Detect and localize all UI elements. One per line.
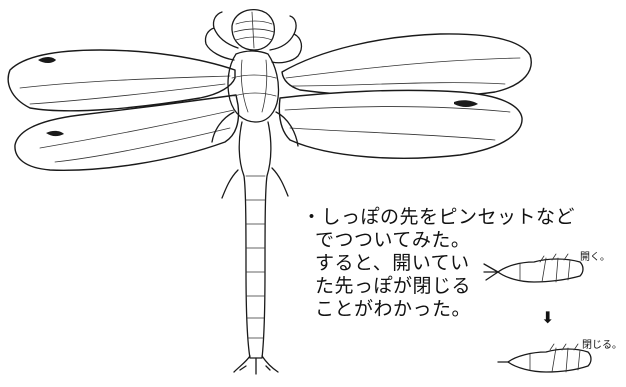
lower-right-wing <box>278 89 523 159</box>
upper-right-wing <box>281 33 532 98</box>
dragonfly-thorax <box>227 50 280 123</box>
left-front-leg <box>204 11 239 61</box>
dragonfly-abdomen <box>238 121 272 359</box>
tail-open-sketch <box>483 253 584 283</box>
down-arrow-icon: ⬇ <box>541 308 555 327</box>
label-open: 開く。 <box>580 252 610 263</box>
note-line-1: ・しっぽの先をピンセットなど <box>302 206 576 228</box>
observation-note: ・しっぽの先をピンセットなど でつついてみた。 すると、開いてい た先っぽが閉じ… <box>302 206 622 321</box>
note-line-5: ことがわかった。 <box>315 298 472 320</box>
lower-left-wing-spot <box>46 130 64 137</box>
right-front-leg <box>269 15 303 64</box>
note-line-2: でつついてみた。 <box>315 229 471 251</box>
tail-closed-sketch <box>497 343 592 373</box>
note-line-3: すると、開いてい <box>315 252 470 274</box>
tail-appendages <box>233 355 279 375</box>
note-bullet: ・ <box>302 206 322 228</box>
note-line-4: た先っぽが閉じる <box>315 275 472 297</box>
lower-right-wing-spot <box>454 100 478 107</box>
dragonfly-head <box>231 8 276 51</box>
label-closed: 閉じる。 <box>582 340 622 351</box>
upper-left-wing-spot <box>38 57 56 63</box>
